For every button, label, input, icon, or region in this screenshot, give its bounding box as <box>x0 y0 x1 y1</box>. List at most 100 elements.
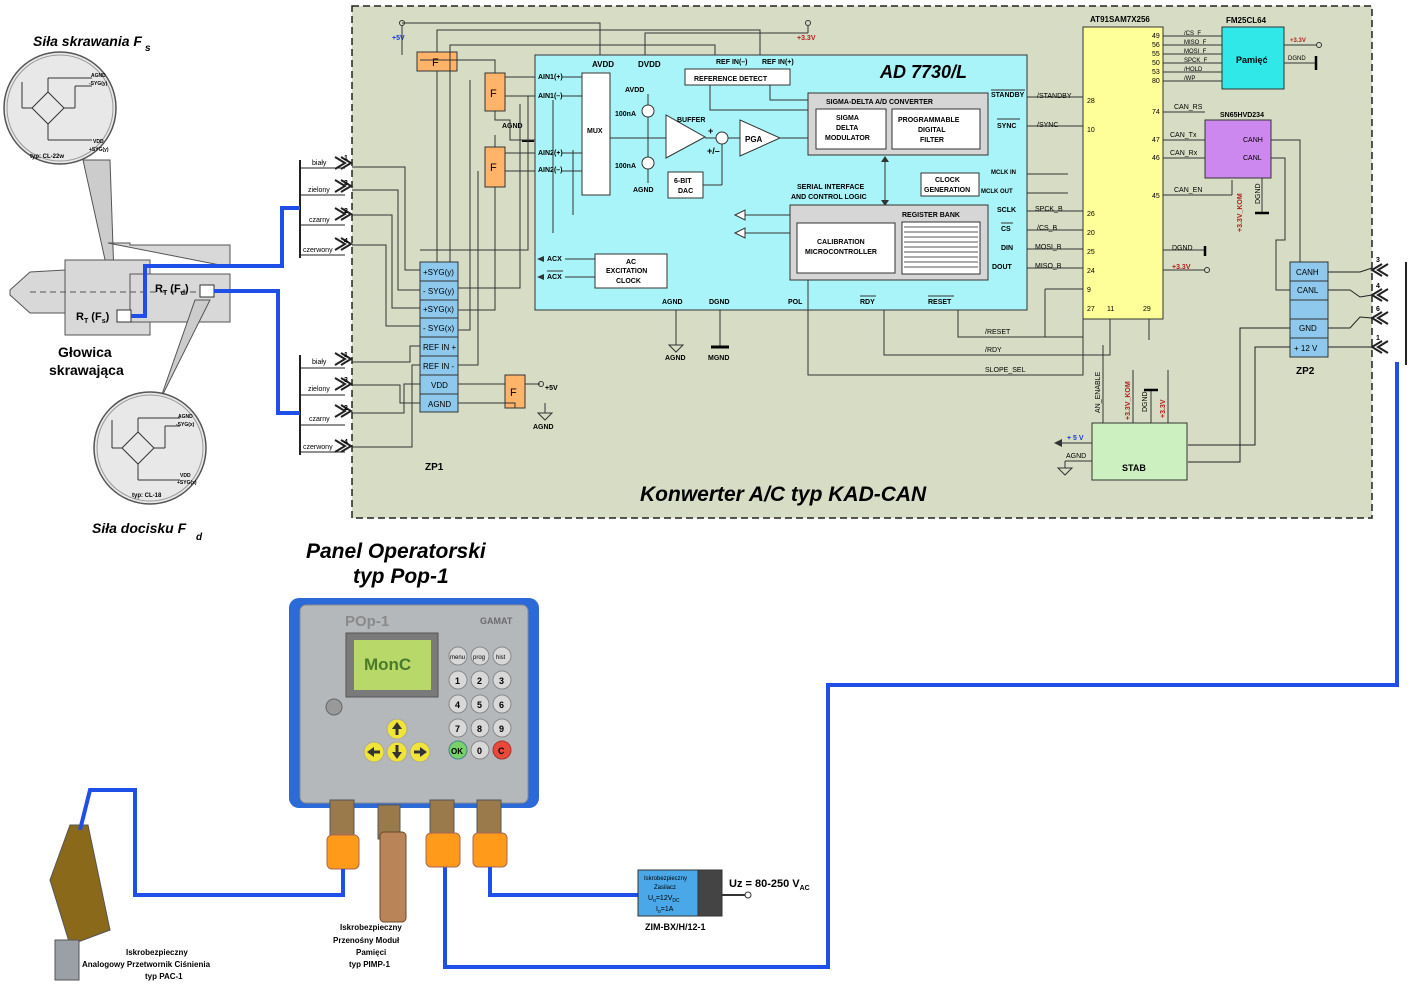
key-9[interactable]: 9 <box>492 718 512 738</box>
modulator-l3: MODULATOR <box>825 135 870 142</box>
bridge2-syg-pos: +SYG(x) <box>177 480 197 486</box>
key-6[interactable]: 6 <box>492 694 512 714</box>
current-100na-1: 100nA <box>615 111 636 118</box>
key-hist[interactable]: hist <box>492 646 512 666</box>
sig-miso-b: MISO_B <box>1035 263 1062 270</box>
stab-label: STAB <box>1122 463 1146 473</box>
dgnd-bottom-pin: DGND <box>709 299 730 306</box>
agnd-filter-bottom-label: AGND <box>533 424 554 431</box>
pin-28: 28 <box>1087 98 1095 105</box>
acx-pin: ACX <box>547 256 562 263</box>
ac-l2: EXCITATION <box>606 268 647 275</box>
current-source-1 <box>641 104 655 118</box>
key-0[interactable]: 0 <box>470 740 490 760</box>
zp1-pin-3: +SYG(x) <box>423 305 454 314</box>
key-c[interactable]: C <box>492 740 512 760</box>
svg-text:4: 4 <box>455 700 460 710</box>
avdd2-label: AVDD <box>625 87 644 94</box>
pac-sensor <box>49 824 111 981</box>
sig-mosi-b: MOSI_B <box>1035 244 1062 251</box>
bridge1-agnd: AGND <box>91 73 106 79</box>
svg-text:9: 9 <box>499 724 504 734</box>
digital-filter-box <box>891 108 981 150</box>
pin-53: 53 <box>1152 69 1160 76</box>
pin-26: 26 <box>1087 211 1095 218</box>
mcu-p33: +3.3V <box>1172 264 1191 271</box>
zp2-connector: CANH CANL GND + 12 V <box>1289 261 1329 358</box>
cs-pin: CS <box>1001 226 1011 233</box>
head-label-1: Głowica <box>58 344 112 360</box>
wire-green-2: zielony <box>308 386 330 393</box>
zp2-label: ZP2 <box>1296 366 1315 377</box>
bridge1-syg-neg: -SYG(y) <box>89 81 108 87</box>
bridge2-vdd: VDD <box>180 473 191 479</box>
key-7[interactable]: 7 <box>448 718 468 738</box>
key-menu[interactable]: menu <box>448 646 468 666</box>
dout-pin: DOUT <box>992 264 1013 271</box>
standby-pin: STANDBY <box>991 92 1025 99</box>
bridge1-syg-pos: +SYG(y) <box>89 147 109 153</box>
pac-line-3: typ PAC-1 <box>145 972 183 981</box>
panel-screen-text: MonC <box>364 655 411 674</box>
filter-top: F <box>416 51 458 72</box>
clock-gen-box <box>920 172 980 197</box>
svg-text:2: 2 <box>477 676 482 686</box>
ref-detect-label: REFERENCE DETECT <box>694 76 768 83</box>
panel-sockets <box>326 799 508 923</box>
sync-pin: SYNC <box>997 123 1016 130</box>
key-4[interactable]: 4 <box>448 694 468 714</box>
sig-cs-b: /CS_B <box>1037 225 1058 232</box>
acx-bar-pin: ACX <box>547 274 562 281</box>
mem-mosi: MOSI_F <box>1184 49 1207 55</box>
key-2[interactable]: 2 <box>470 670 490 690</box>
svg-text:6: 6 <box>499 700 504 710</box>
zp2-num-4: 4 <box>1376 283 1380 290</box>
blue-cables <box>78 788 650 897</box>
zp1-pin-8: AGND <box>428 400 451 409</box>
arrow-left-key[interactable] <box>363 741 385 763</box>
sig-spck-b: SPCK_B <box>1035 206 1063 213</box>
zp2-gnd: GND <box>1299 324 1317 333</box>
ain2n-label: AIN2(–) <box>538 167 563 174</box>
plusminus-label: +/– <box>707 146 720 156</box>
ac-l3: CLOCK <box>616 278 641 285</box>
zp1-pin-5: REF IN + <box>423 343 456 352</box>
pin-29: 29 <box>1143 306 1151 313</box>
key-ok[interactable]: OK <box>448 740 468 760</box>
arrow-down-key[interactable] <box>386 741 408 763</box>
can-tx-canh: CANH <box>1243 137 1263 144</box>
can-tx-p33kom: +3.3V_KOM <box>1237 193 1244 232</box>
buffer-amp <box>665 114 707 159</box>
agnd-bottom-pin: AGND <box>662 299 683 306</box>
key-prog[interactable]: prog <box>470 646 490 666</box>
power-supply <box>637 869 752 917</box>
agnd-filter-label: AGND <box>502 123 523 130</box>
calibration-box <box>796 222 896 274</box>
pin-55: 55 <box>1152 51 1160 58</box>
converter-title: Konwerter A/C typ KAD-CAN <box>640 483 927 506</box>
cal-l1: CALIBRATION <box>817 239 865 246</box>
pin-num-1a: 1 <box>344 155 348 162</box>
pac-line-2: Analogowy Przetwornik Ciśnienia <box>82 960 211 969</box>
pin-num-3b: 3 <box>344 377 348 384</box>
panel-brand: POp-1 <box>345 613 389 630</box>
mclk-out-pin: MCLK OUT <box>981 189 1013 195</box>
key-8[interactable]: 8 <box>470 718 490 738</box>
key-3[interactable]: 3 <box>492 670 512 690</box>
key-1[interactable]: 1 <box>448 670 468 690</box>
din-pin: DIN <box>1001 245 1013 252</box>
arrow-up-key[interactable] <box>386 718 408 740</box>
svg-text:F: F <box>510 387 517 399</box>
key-5[interactable]: 5 <box>470 694 490 714</box>
zp2-canl: CANL <box>1297 286 1319 295</box>
mem-cs: /CS_F <box>1184 31 1201 37</box>
sensor2-type: typ: CL-18 <box>132 493 162 499</box>
zp2-canh: CANH <box>1296 268 1319 277</box>
wire-black-2: czarny <box>309 416 330 423</box>
pga-label: PGA <box>745 135 763 144</box>
clock-l1: CLOCK <box>935 177 960 184</box>
stab-p5v: + 5 V <box>1067 435 1084 442</box>
arrow-right-key[interactable] <box>409 741 431 763</box>
dvdd-label: DVDD <box>638 60 661 69</box>
psu-input-voltage: Uz = 80-250 VAC <box>729 878 810 892</box>
